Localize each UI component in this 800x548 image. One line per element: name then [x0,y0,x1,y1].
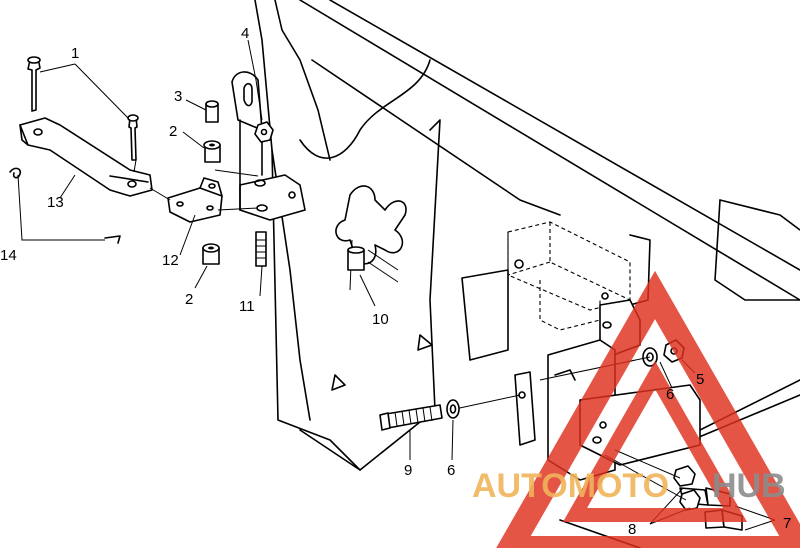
callout-9: 9 [404,462,412,479]
callout-5: 5 [696,371,704,388]
callout-4: 4 [241,25,249,42]
callout-2-lower: 2 [185,291,193,308]
callout-6-left: 6 [447,462,455,479]
callout-7: 7 [783,515,791,532]
watermark-text: AUTOMOTO HUB [472,467,786,505]
watermark-text-a: AUTOMOTO [472,467,669,505]
callout-13: 13 [47,194,64,211]
callout-labels: 1 2 2 3 4 5 6 6 7 8 9 10 11 12 13 14 [0,25,791,538]
bolt-long [379,404,443,431]
callout-3: 3 [174,88,182,105]
callout-6-right: 6 [666,386,674,403]
hinge-bracket [214,71,365,271]
callout-2-upper: 2 [169,123,177,140]
frame-body [254,0,800,548]
callout-10: 10 [372,311,389,328]
callout-14: 14 [0,247,17,264]
watermark-text-b: HUB [712,467,786,505]
bushings-and-plate [149,100,223,265]
callout-8: 8 [628,521,636,538]
callout-1: 1 [71,45,79,62]
callout-11: 11 [239,298,255,315]
watermark-logo [496,270,800,548]
leader-lines [39,39,776,531]
pin-and-arm-assembly [9,56,153,244]
callout-12: 12 [162,252,179,269]
